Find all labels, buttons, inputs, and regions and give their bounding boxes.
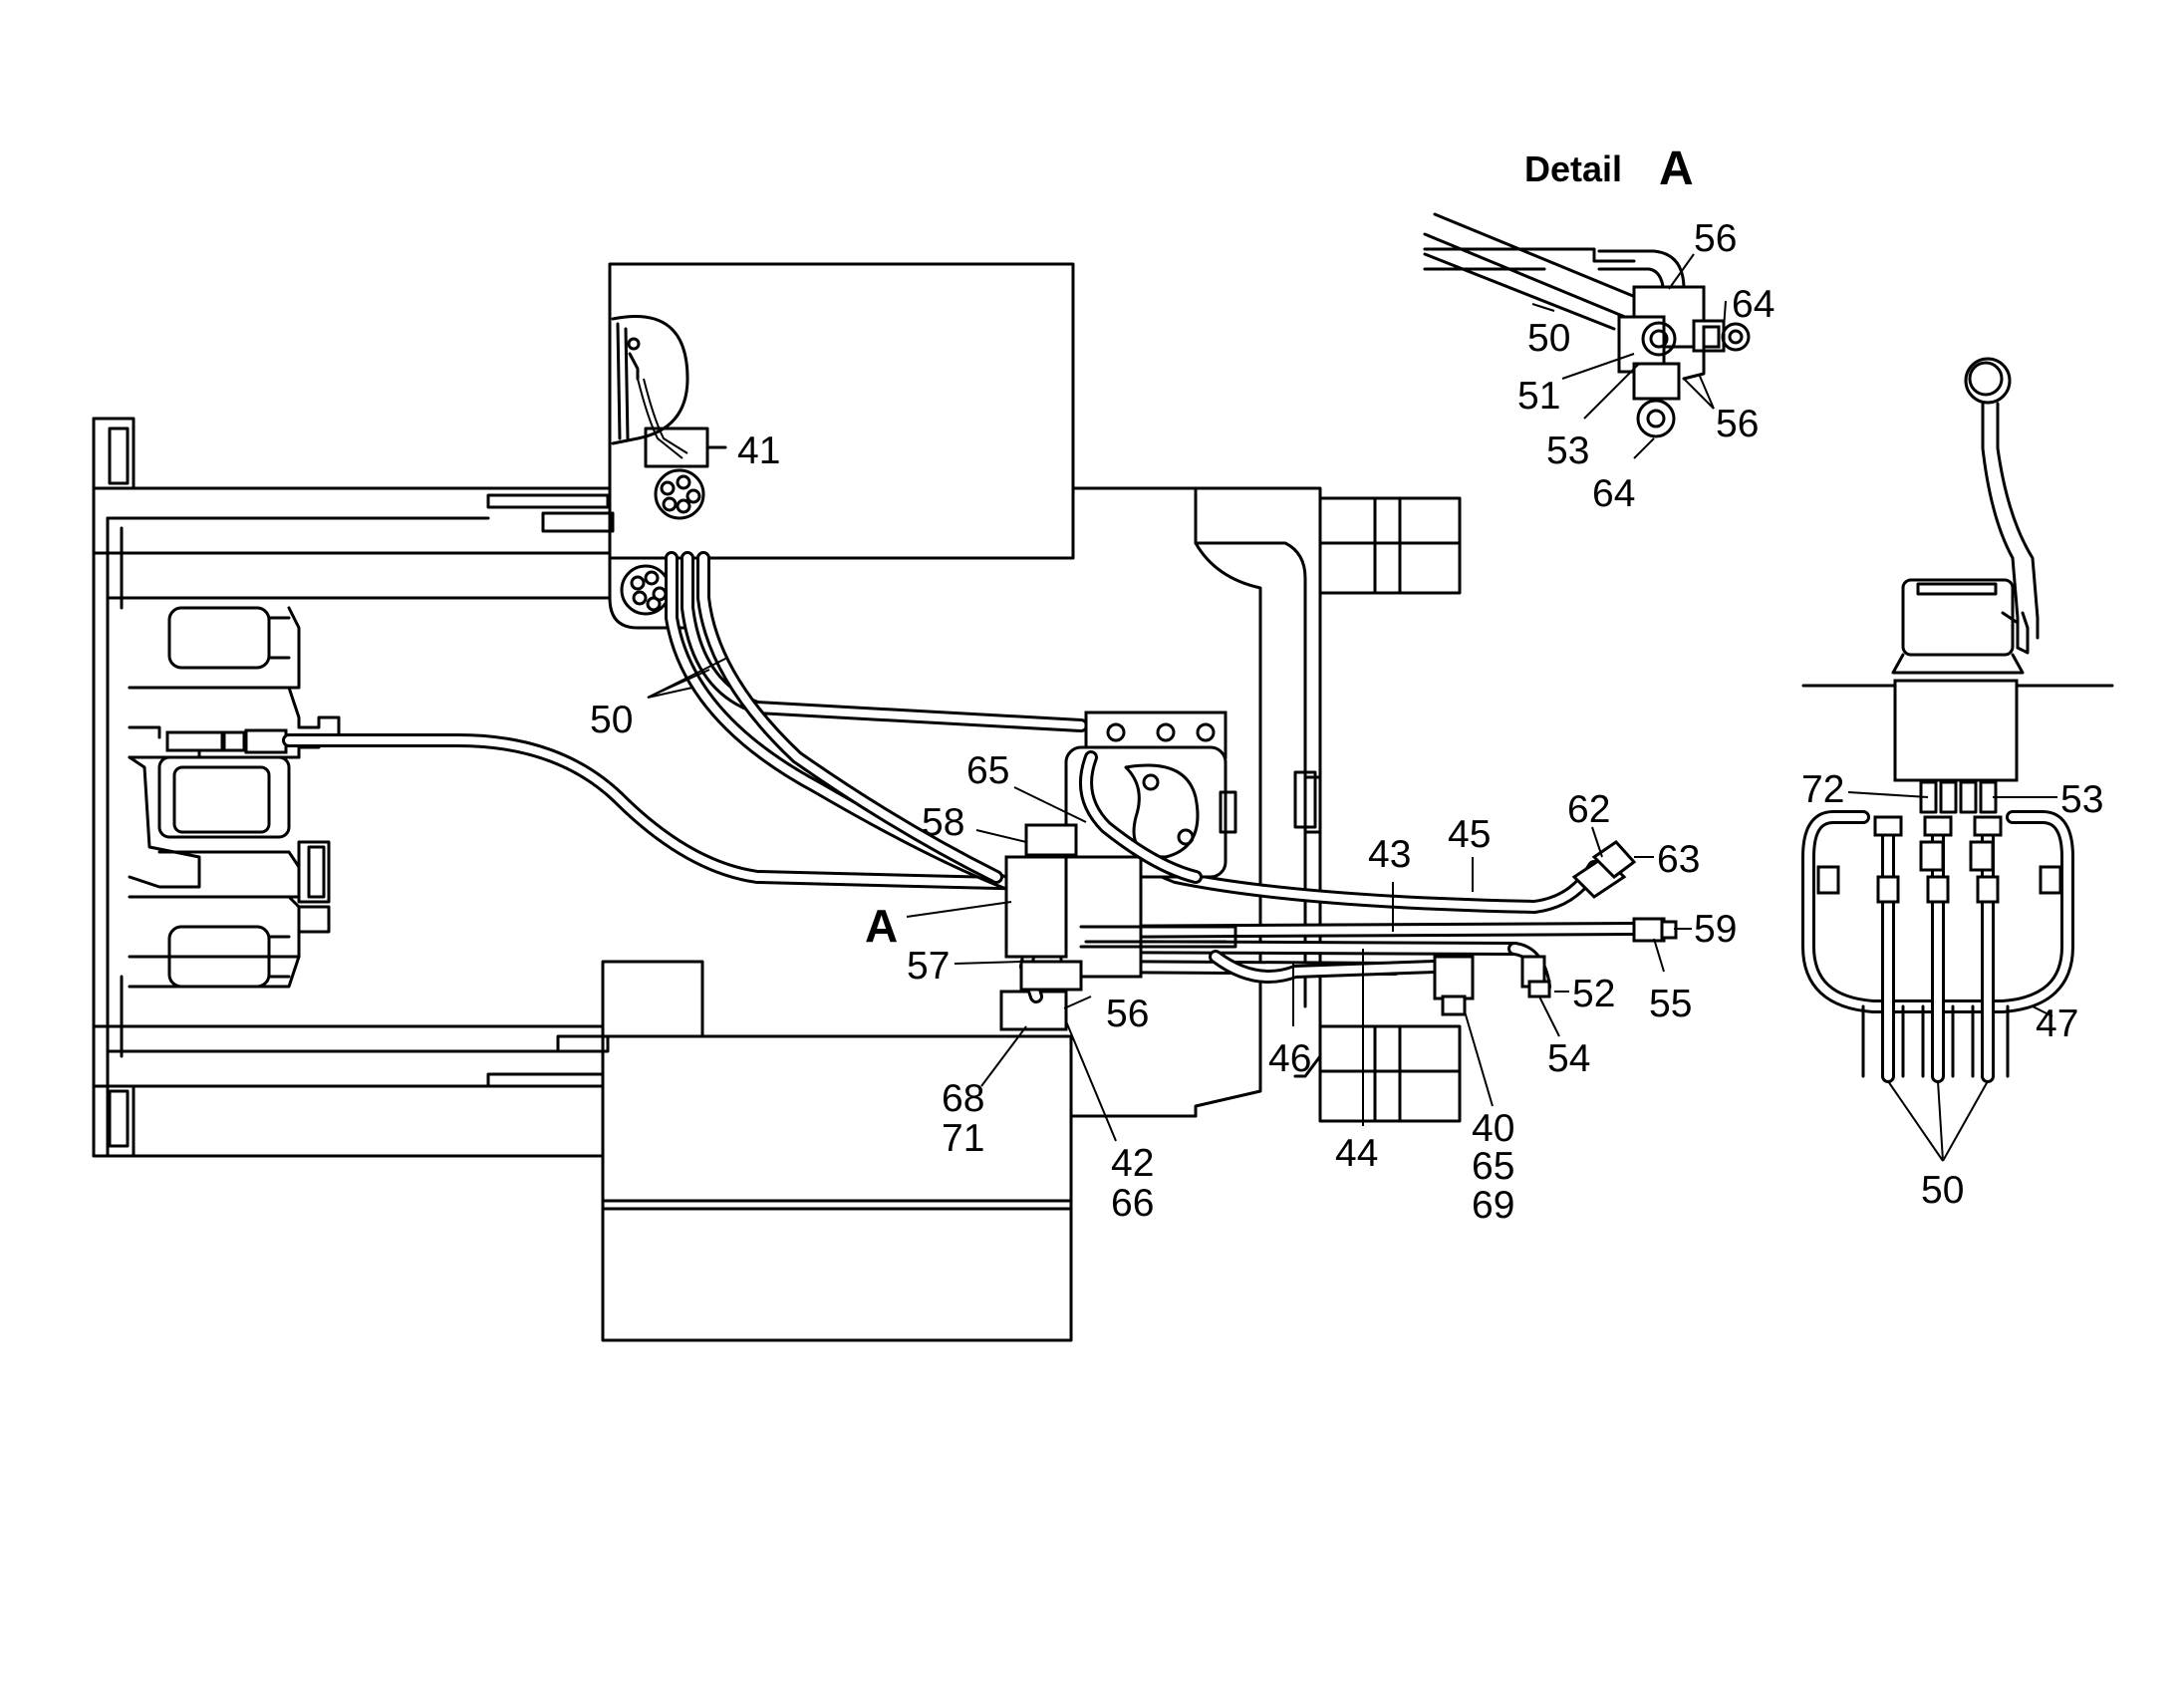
callout-46: 46 bbox=[1268, 1037, 1311, 1080]
callout-labels: Detail A 56 64 50 51 53 56 64 41 50 65 5… bbox=[590, 142, 2103, 1227]
leader-lines bbox=[647, 253, 2057, 1162]
callout-65-stack: 65 bbox=[1472, 1145, 1514, 1188]
callout-56-main: 56 bbox=[1106, 993, 1149, 1035]
right-frame bbox=[1071, 486, 1462, 1123]
hydraulic-hoses bbox=[282, 551, 1641, 1003]
callout-A: A bbox=[865, 900, 898, 952]
callout-43: 43 bbox=[1368, 833, 1411, 876]
callout-42: 42 bbox=[1111, 1142, 1154, 1185]
callout-50-main: 50 bbox=[590, 699, 633, 741]
hydraulic-cylinders bbox=[128, 606, 341, 989]
callout-44: 44 bbox=[1335, 1132, 1378, 1175]
callout-63: 63 bbox=[1657, 838, 1700, 881]
callout-69: 69 bbox=[1472, 1184, 1514, 1227]
callout-56-detail-top: 56 bbox=[1694, 217, 1737, 260]
callout-58: 58 bbox=[922, 801, 964, 844]
callout-72: 72 bbox=[1801, 768, 1844, 811]
callout-53-valve: 53 bbox=[2060, 778, 2103, 821]
callout-50-valve: 50 bbox=[1921, 1169, 1964, 1212]
detail-a-drawing bbox=[1423, 212, 1751, 438]
callout-51: 51 bbox=[1517, 375, 1560, 418]
control-valve-assembly bbox=[1004, 711, 1678, 1016]
callout-54: 54 bbox=[1547, 1037, 1590, 1080]
callout-66: 66 bbox=[1111, 1182, 1154, 1225]
callout-71: 71 bbox=[942, 1117, 984, 1160]
callout-53-detail: 53 bbox=[1546, 429, 1589, 472]
callout-45: 45 bbox=[1448, 813, 1491, 856]
detail-title-letter: A bbox=[1659, 142, 1694, 195]
callout-64-detail-bottom: 64 bbox=[1592, 472, 1635, 515]
callout-56-detail-right: 56 bbox=[1716, 403, 1759, 445]
chassis-frame bbox=[92, 417, 615, 1158]
valve-bank-with-lever bbox=[1801, 357, 2114, 1083]
callout-55: 55 bbox=[1649, 983, 1692, 1025]
callout-64-detail-top: 64 bbox=[1732, 283, 1774, 326]
upper-housing bbox=[608, 262, 1075, 630]
callout-68: 68 bbox=[942, 1077, 984, 1120]
callout-62: 62 bbox=[1567, 788, 1610, 831]
callout-52: 52 bbox=[1572, 973, 1615, 1015]
callout-47: 47 bbox=[2036, 1002, 2078, 1045]
callout-40: 40 bbox=[1472, 1107, 1514, 1150]
callout-41: 41 bbox=[737, 429, 780, 472]
callout-57: 57 bbox=[907, 945, 950, 988]
callout-65-main: 65 bbox=[966, 749, 1009, 792]
detail-title: Detail bbox=[1524, 148, 1622, 189]
callout-50-detail: 50 bbox=[1527, 317, 1570, 360]
callout-59: 59 bbox=[1694, 908, 1737, 951]
